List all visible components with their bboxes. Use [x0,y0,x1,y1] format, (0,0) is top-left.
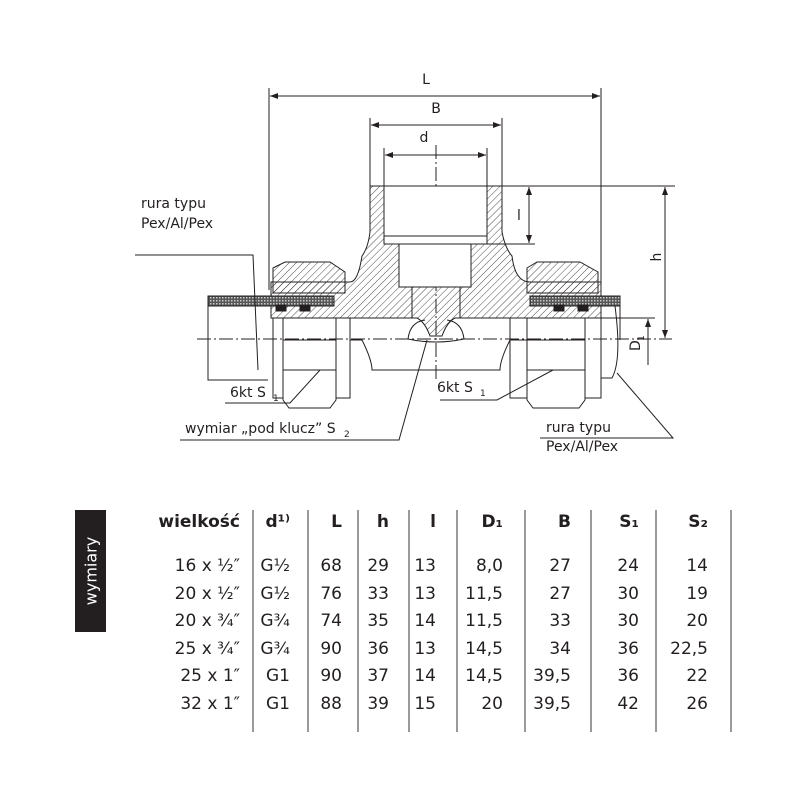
column-header: B [558,512,571,532]
pipe-left-label-1: rura typu [141,196,206,212]
table-cell: 37 [367,666,389,686]
table-cell: 20 x ½″ [174,584,240,604]
table-cell: 39,5 [533,694,571,714]
table-cell: 27 [549,584,571,604]
column-header: h [376,512,389,532]
wrench-size-label: wymiar „pod klucz” S [185,421,336,437]
table-cell: 11,5 [465,611,503,631]
table-cell: 90 [320,666,342,686]
table-cell: 33 [549,611,571,631]
table-cell: 11,5 [465,584,503,604]
table-cell: 30 [617,584,639,604]
table-cell: 36 [617,639,639,659]
table-cell: 36 [617,666,639,686]
table-cell: 90 [320,639,342,659]
pipe-right-label-2: Pex/Al/Pex [546,439,618,455]
table-cell: G1 [266,694,290,714]
pipe-left-label-2: Pex/Al/Pex [141,216,213,232]
table-cell: 14,5 [465,639,503,659]
table-cell: G½ [260,556,290,576]
wrench-size-label-sub: 2 [344,430,350,440]
table-cell: G¾ [260,611,290,631]
column-divider [456,510,458,732]
table-cell: 26 [686,694,708,714]
table-cell: 76 [320,584,342,604]
table-cell: 39 [367,694,389,714]
table-cell: 25 x 1″ [180,666,240,686]
side-tab-dimensions: wymiary [75,510,106,632]
column-divider [357,510,359,732]
table-cell: 16 x ½″ [174,556,240,576]
table-cell: 14 [414,666,436,686]
hex-left-label-sub: 1 [273,394,279,404]
column-divider [730,510,732,732]
column-header: S₁ [619,512,639,532]
table-cell: 8,0 [475,556,503,576]
dim-label-D1: D [628,340,644,351]
column-header: d¹⁾ [265,512,290,532]
table-cell: 13 [414,584,436,604]
table-cell: 14,5 [465,666,503,686]
table-cell: 14 [414,611,436,631]
column-divider [655,510,657,732]
column-header: wielkość [158,512,240,532]
table-cell: 20 [481,694,503,714]
column-divider [524,510,526,732]
hex-right-label-sub: 1 [480,389,486,399]
pipe-right-label-1: rura typu [546,420,611,436]
table-cell: 39,5 [533,666,571,686]
column-header: S₂ [688,512,708,532]
table-cell: 35 [367,611,389,631]
table-cell: 13 [414,556,436,576]
table-cell: 15 [414,694,436,714]
table-cell: 29 [367,556,389,576]
table-cell: 32 x 1″ [180,694,240,714]
table-cell: 24 [617,556,639,576]
hex-left-label: 6kt S [230,385,266,401]
table-cell: 88 [320,694,342,714]
dim-label-L: L [422,72,430,88]
table-cell: G1 [266,666,290,686]
table-cell: 25 x ¾″ [174,639,240,659]
dim-label-l: l [517,208,521,224]
table-cell: 68 [320,556,342,576]
dim-label-d: d [420,130,429,146]
table-cell: 20 x ¾″ [174,611,240,631]
column-divider [307,510,309,732]
column-header: D₁ [481,512,503,532]
column-header: l [430,512,436,532]
table-cell: 22,5 [670,639,708,659]
table-cell: 19 [686,584,708,604]
hex-right-label: 6kt S [437,380,473,396]
tee-fitting-drawing: L B d l h D 1 rura typu Pex/Al/Pex 6kt S… [135,72,675,455]
table-cell: 27 [549,556,571,576]
table-cell: 74 [320,611,342,631]
dim-label-h: h [649,253,665,262]
table-cell: G½ [260,584,290,604]
column-header: L [331,512,342,532]
table-cell: 20 [686,611,708,631]
column-divider [590,510,592,732]
table-cell: 13 [414,639,436,659]
dim-label-D1-sub: 1 [637,335,647,341]
table-cell: 30 [617,611,639,631]
column-divider [408,510,410,732]
table-cell: 14 [686,556,708,576]
side-tab-label: wymiary [81,536,100,606]
table-cell: G¾ [260,639,290,659]
table-cell: 34 [549,639,571,659]
dim-label-B: B [431,101,441,117]
table-cell: 36 [367,639,389,659]
table-cell: 42 [617,694,639,714]
column-divider [252,510,254,732]
table-cell: 22 [686,666,708,686]
table-cell: 33 [367,584,389,604]
